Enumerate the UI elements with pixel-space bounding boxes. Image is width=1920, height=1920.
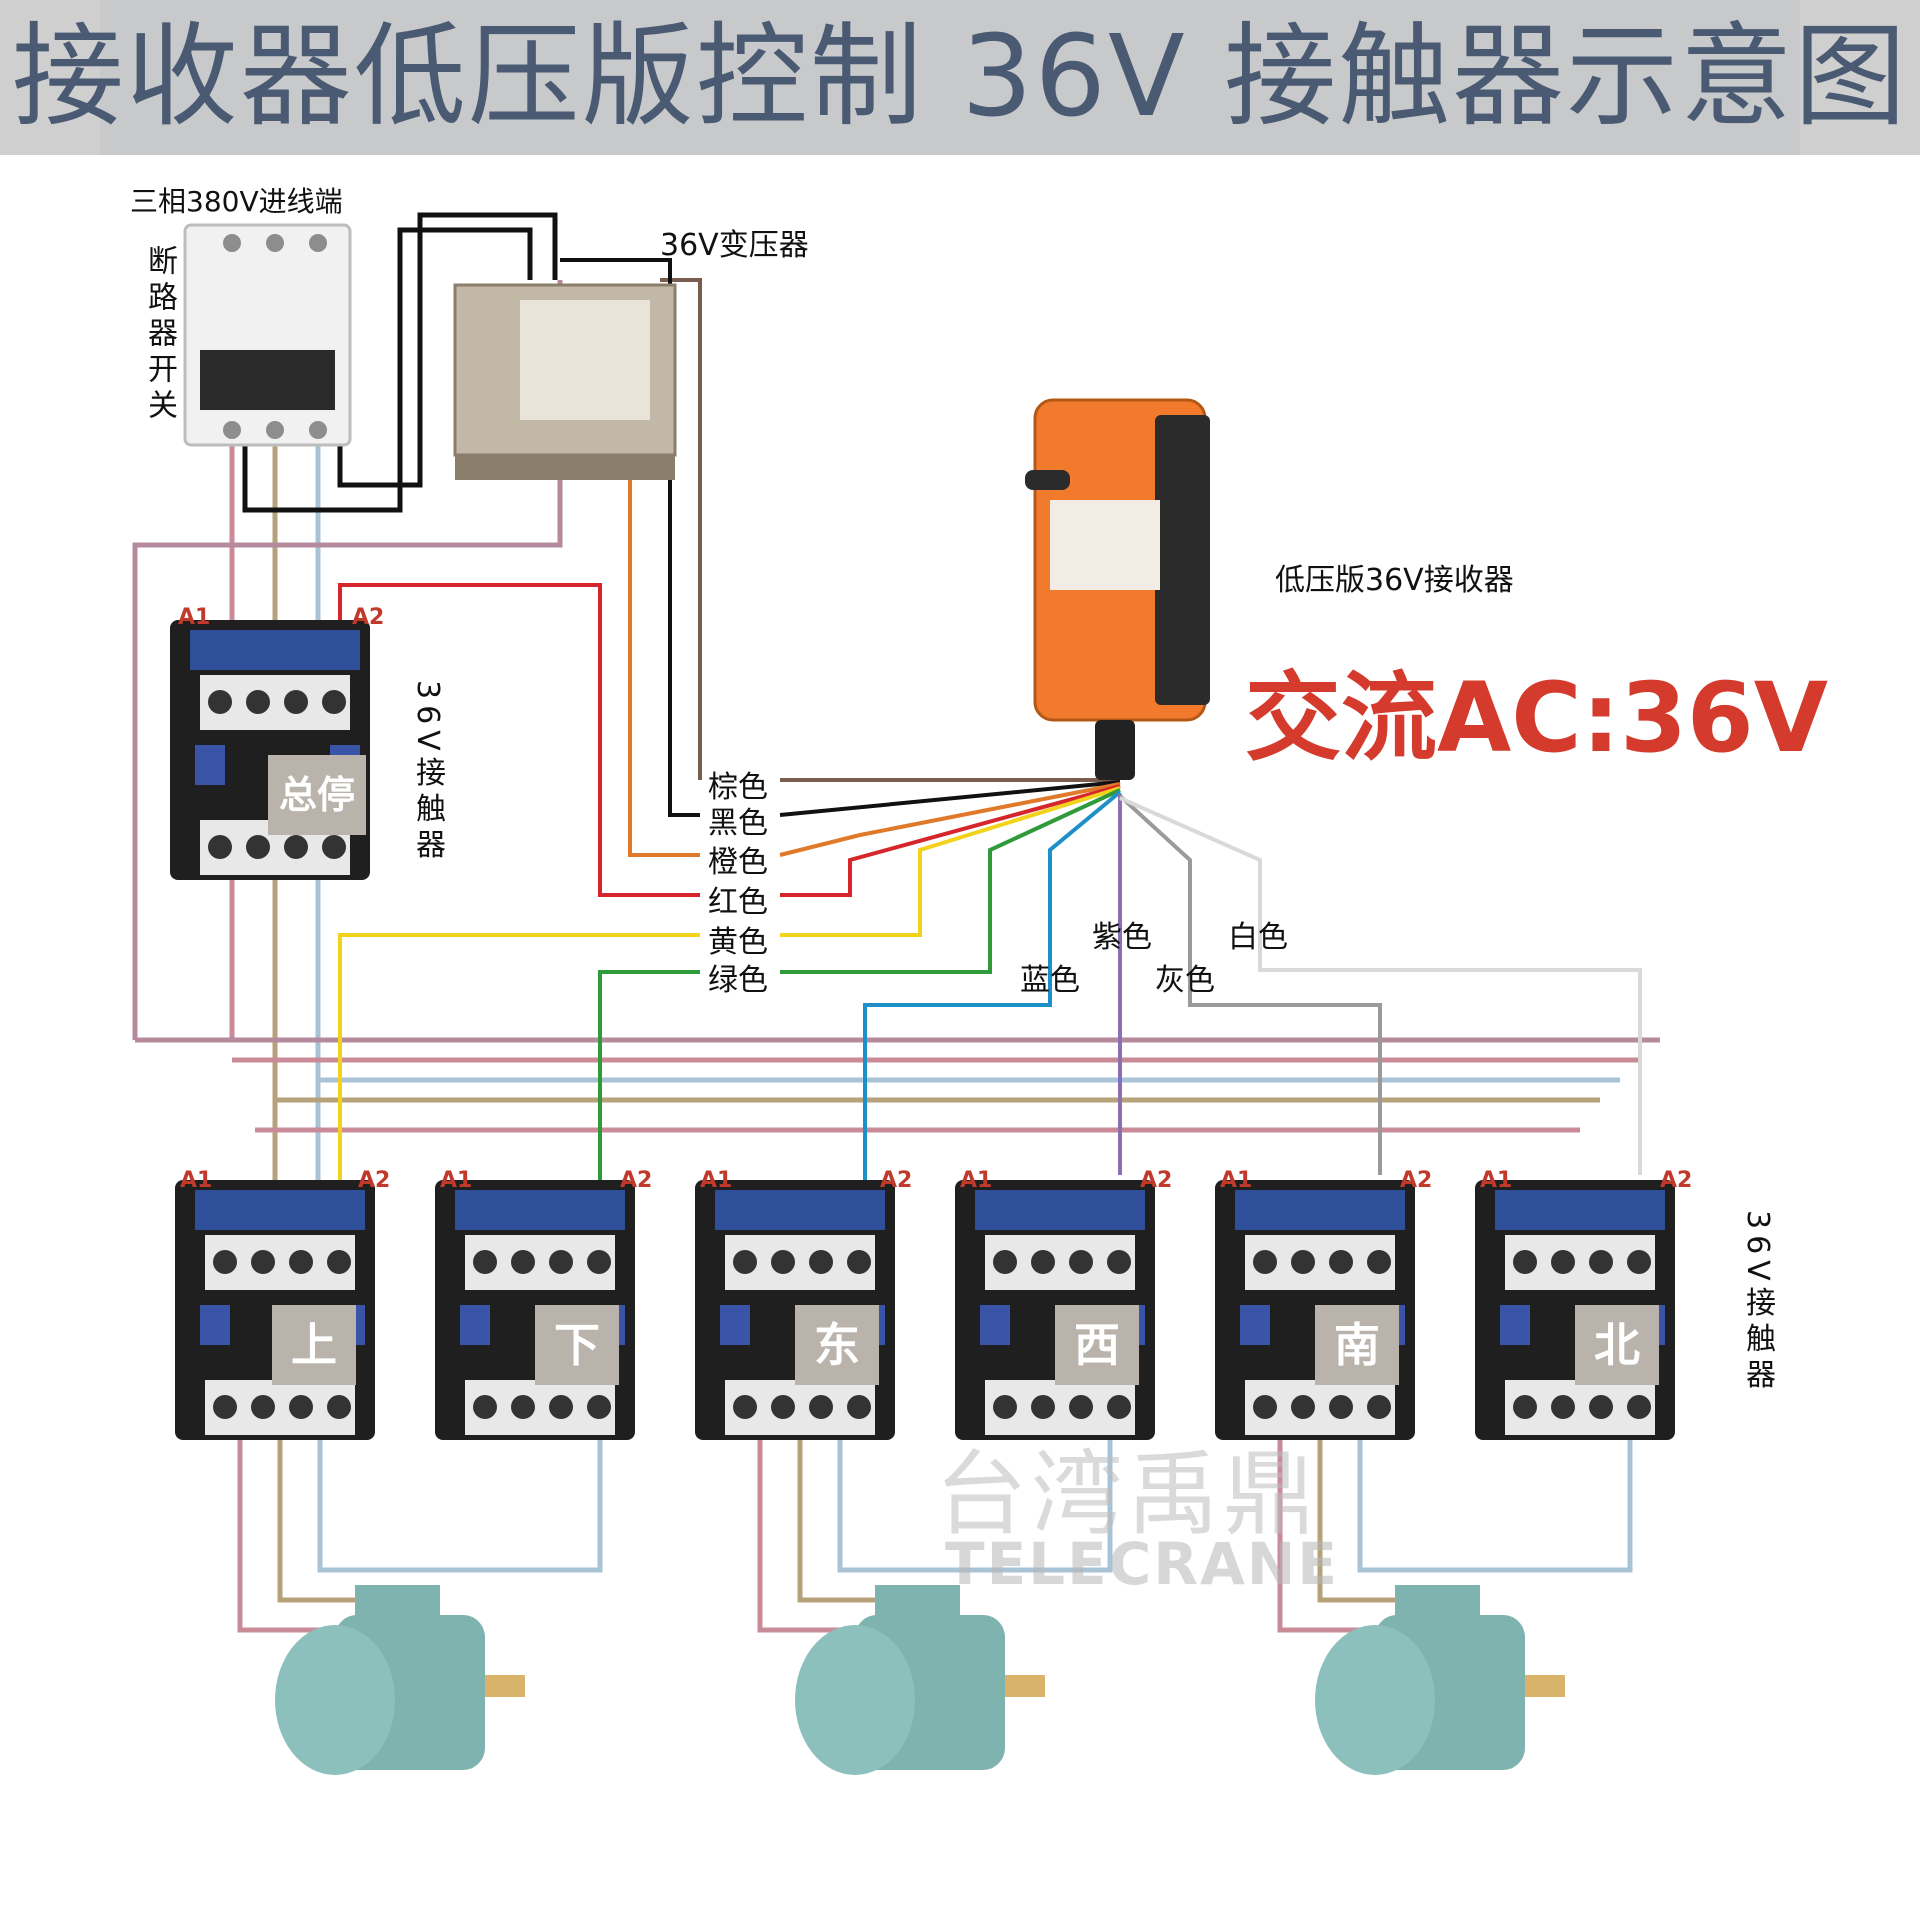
contactor-tag-down: 下 [535,1305,619,1385]
wire-label-purple: 紫色 [1092,920,1152,955]
transformer-label: 36V变压器 [660,228,809,263]
contactor-tag-east: 东 [795,1305,879,1385]
row-contactor-label: 36V接触器 [1740,1210,1775,1395]
east-a1-label: A1 [700,1168,733,1193]
diagram-title: 接收器低压版控制 36V 接触器示意图 [11,12,1909,142]
title-banner-panel [100,0,1800,155]
circuit-breaker [183,223,352,447]
watermark-en: TELECRANE [945,1530,1340,1598]
wire-label-gray: 灰色 [1155,963,1215,998]
north-a1-label: A1 [1480,1168,1513,1193]
wire-label-orange: 橙色 [708,845,768,880]
main-contactor-label: 36V接触器 [410,680,445,865]
south-a2-label: A2 [1400,1168,1433,1193]
receiver-cable-fan [779,778,1642,1180]
ac-voltage-label: 交流AC:36V [1245,662,1829,774]
main-a1-label: A1 [178,605,211,630]
contactor-tag-north: 北 [1575,1305,1659,1385]
motor-wires [237,1440,1633,1633]
east-a2-label: A2 [880,1168,913,1193]
up-a2-label: A2 [358,1168,391,1193]
west-a1-label: A1 [960,1168,993,1193]
up-a1-label: A1 [180,1168,213,1193]
control-wires [338,258,702,1180]
motors [275,1585,1565,1775]
contactor-tag-west: 西 [1055,1305,1139,1385]
main-a2-label: A2 [352,605,385,630]
watermark-cn: 台湾禹鼎 [935,1441,1320,1548]
wire-label-red: 红色 [708,885,768,920]
north-a2-label: A2 [1660,1168,1693,1193]
wire-label-blue: 蓝色 [1020,963,1080,998]
wire-label-brown: 棕色 [708,770,768,805]
down-a1-label: A1 [440,1168,473,1193]
wire-label-white: 白色 [1228,920,1288,955]
wire-label-green: 绿色 [708,963,768,998]
phase-wires [132,212,563,1040]
motor-3 [1315,1585,1565,1775]
transformer [453,283,677,480]
motor-1 [275,1585,525,1775]
contactor-tag-up: 上 [272,1305,356,1385]
main-contactor-body [170,620,370,880]
motor-2 [795,1585,1045,1775]
transformer-feed-a [242,227,533,513]
receiver-label: 低压版36V接收器 [1275,563,1514,598]
transformer-feed-b [337,212,558,488]
incoming-label: 三相380V进线端 [130,185,343,218]
west-a2-label: A2 [1140,1168,1173,1193]
breaker-label: 断路器开关 [142,245,177,425]
title-banner: 接收器低压版控制 36V 接触器示意图 [0,0,1920,155]
contactor-tag-south: 南 [1315,1305,1399,1385]
bus-wires [135,880,1660,1200]
wire-label-yellow: 黄色 [708,925,768,960]
wire-label-black: 黑色 [708,806,768,841]
down-a2-label: A2 [620,1168,653,1193]
main-contactor-tag: 总停 [268,755,366,835]
south-a1-label: A1 [1220,1168,1253,1193]
receiver-device [1025,398,1210,780]
